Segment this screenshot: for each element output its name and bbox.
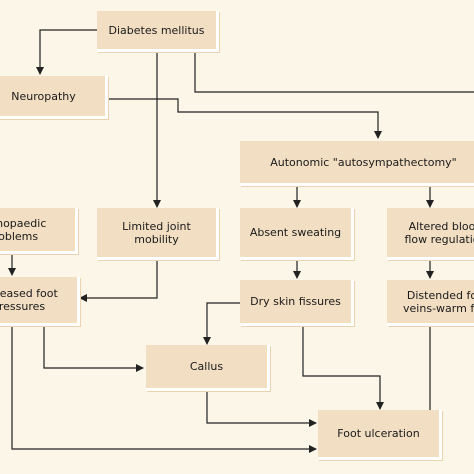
node-label: Altered blood flow regulation xyxy=(404,219,474,246)
node-label: Neuropathy xyxy=(11,89,76,103)
arrow-diabetes-autonomic xyxy=(194,50,474,93)
node-callus: Callus xyxy=(146,345,270,391)
node-label: Foot ulceration xyxy=(337,427,420,440)
node-diabetes-mellitus: Diabetes mellitus xyxy=(97,11,219,52)
node-label: Callus xyxy=(189,360,224,373)
arrow-dry-skin-callus xyxy=(203,302,243,345)
node-label: Orthopaedic problems xyxy=(0,216,47,243)
node-absent-sweating: Absent sweating xyxy=(240,208,354,260)
arrow-limited-joint-increased xyxy=(79,258,158,302)
node-neuropathy: Neuropathy xyxy=(0,76,108,119)
node-label: Autonomic "autosympathectomy" xyxy=(270,155,457,169)
node-label: Dry skin fissures xyxy=(250,295,341,308)
node-limited-joint-mobility: Limited joint mobility xyxy=(97,208,219,260)
arrow-neuropathy-autonomic xyxy=(106,98,382,139)
arrow-callus-ulceration xyxy=(206,391,317,427)
node-dry-skin-fissures: Dry skin fissures xyxy=(240,280,354,326)
arrow-diabetes-neuropathy xyxy=(36,29,97,75)
node-autonomic-autosympathectomy: Autonomic "autosympathectomy" xyxy=(240,141,474,186)
node-altered-blood-flow: Altered blood flow regulation xyxy=(387,208,474,260)
arrow-increased-ulceration xyxy=(11,325,317,453)
node-label: Distended foot veins-warm foot xyxy=(403,288,474,315)
node-orthopaedic-problems: Orthopaedic problems xyxy=(0,208,78,254)
arrow-dry-skin-ulceration xyxy=(302,325,384,410)
node-increased-foot-pressures: Increased foot pressures xyxy=(0,277,80,326)
arrow-increased-callus xyxy=(43,325,144,372)
node-label: Absent sweating xyxy=(249,226,342,239)
node-label: Diabetes mellitus xyxy=(108,23,205,37)
node-label: Increased foot pressures xyxy=(0,287,58,313)
node-label: Limited joint mobility xyxy=(122,219,191,246)
node-foot-ulceration: Foot ulceration xyxy=(318,410,442,460)
node-distended-foot-veins: Distended foot veins-warm foot xyxy=(387,280,474,326)
